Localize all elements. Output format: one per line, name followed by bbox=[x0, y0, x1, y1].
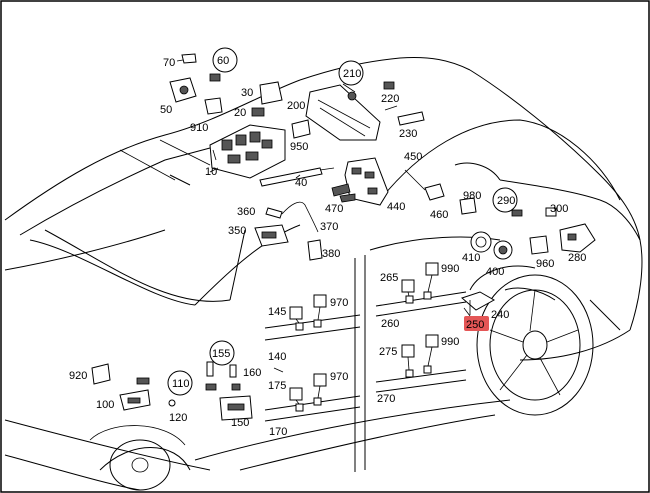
label-260: 260 bbox=[381, 318, 399, 330]
label-250: 250 bbox=[466, 319, 484, 331]
label-410: 410 bbox=[462, 252, 480, 264]
label-970a: 970 bbox=[330, 297, 348, 309]
leader-lines bbox=[176, 59, 471, 373]
rear-parts-cluster bbox=[459, 197, 596, 260]
reading-light-panel bbox=[344, 157, 389, 206]
label-460: 460 bbox=[430, 209, 448, 221]
switch-150 bbox=[205, 361, 253, 421]
clip-470 bbox=[331, 183, 356, 203]
label-140: 140 bbox=[268, 351, 286, 363]
label-155: 155 bbox=[212, 348, 230, 360]
label-145: 145 bbox=[268, 306, 286, 318]
label-40: 40 bbox=[295, 177, 307, 189]
label-160: 160 bbox=[243, 367, 261, 379]
label-175: 175 bbox=[268, 380, 286, 392]
label-300: 300 bbox=[550, 203, 568, 215]
callout-labels: 70 60 30 20 50 910 10 210 200 220 230 95… bbox=[69, 55, 586, 438]
label-290: 290 bbox=[497, 195, 515, 207]
label-50: 50 bbox=[160, 104, 172, 116]
label-30: 30 bbox=[241, 87, 253, 99]
label-170: 170 bbox=[269, 426, 287, 438]
label-950: 950 bbox=[290, 141, 308, 153]
label-370: 370 bbox=[320, 221, 338, 233]
label-210: 210 bbox=[343, 68, 361, 80]
label-120: 120 bbox=[169, 412, 187, 424]
front-wheel bbox=[89, 425, 186, 491]
bracket-240 bbox=[461, 291, 496, 315]
dome-light-housing bbox=[305, 84, 381, 141]
rear-wheel bbox=[469, 265, 594, 416]
lamp-cover bbox=[251, 81, 283, 117]
label-265: 265 bbox=[380, 272, 398, 284]
label-380: 380 bbox=[322, 248, 340, 260]
label-990a: 990 bbox=[441, 263, 459, 275]
label-110: 110 bbox=[172, 378, 190, 390]
highlight-250 bbox=[464, 316, 489, 331]
car-body-outline bbox=[4, 57, 643, 491]
label-220: 220 bbox=[381, 93, 399, 105]
mirror-bracket bbox=[169, 53, 223, 115]
label-240: 240 bbox=[491, 309, 509, 321]
label-280: 280 bbox=[568, 252, 586, 264]
label-450: 450 bbox=[404, 151, 422, 163]
lift-strut bbox=[259, 167, 335, 187]
label-910: 910 bbox=[190, 122, 208, 134]
label-100: 100 bbox=[96, 399, 114, 411]
label-275: 275 bbox=[379, 346, 397, 358]
label-960: 960 bbox=[536, 258, 554, 270]
label-10: 10 bbox=[205, 166, 217, 178]
label-470: 470 bbox=[325, 203, 343, 215]
label-200: 200 bbox=[287, 100, 305, 112]
label-360: 360 bbox=[237, 206, 255, 218]
label-400: 400 bbox=[486, 266, 504, 278]
wire-450 bbox=[404, 169, 445, 201]
label-970b: 970 bbox=[330, 371, 348, 383]
label-440: 440 bbox=[387, 201, 405, 213]
label-230: 230 bbox=[399, 128, 417, 140]
label-350: 350 bbox=[228, 225, 246, 237]
trim-rails bbox=[264, 291, 467, 422]
callout-rings bbox=[167, 47, 518, 396]
label-60: 60 bbox=[217, 55, 229, 67]
side-lamp-100 bbox=[91, 363, 176, 411]
label-150: 150 bbox=[231, 417, 249, 429]
label-70: 70 bbox=[163, 57, 175, 69]
connector-950 bbox=[291, 119, 311, 139]
bulb-220 bbox=[383, 81, 425, 126]
overhead-control-panel bbox=[209, 124, 286, 179]
door-handle-light bbox=[254, 201, 323, 261]
label-20: 20 bbox=[234, 107, 246, 119]
label-980: 980 bbox=[463, 190, 481, 202]
rail-connectors bbox=[289, 262, 439, 412]
label-990b: 990 bbox=[441, 336, 459, 348]
label-920: 920 bbox=[69, 370, 87, 382]
label-270: 270 bbox=[377, 393, 395, 405]
